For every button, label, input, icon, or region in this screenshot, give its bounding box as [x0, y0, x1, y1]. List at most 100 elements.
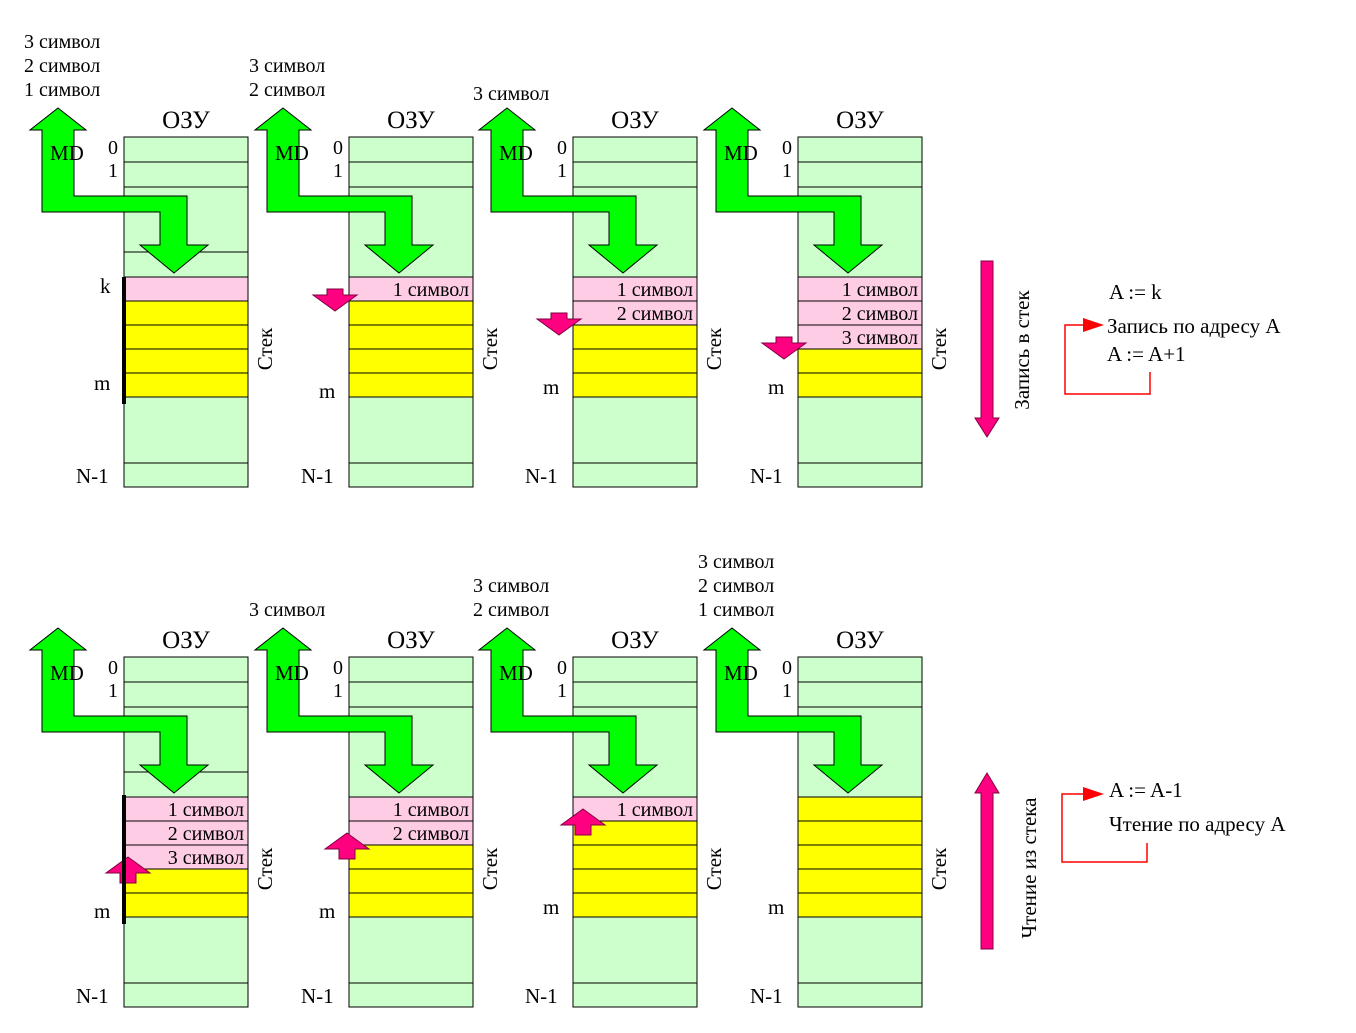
write-loop-line	[1064, 324, 1151, 395]
symbol-queue-item: 1 символ	[698, 599, 774, 621]
symbol-queue-item: 2 символ	[249, 79, 325, 101]
symbol-queue-item: 2 символ	[698, 575, 774, 597]
stack-cell-label: 3 символ	[842, 327, 918, 349]
address-n1: N-1	[750, 984, 783, 1008]
stack-label: Стек	[702, 847, 726, 890]
stack-cell-free	[123, 348, 249, 374]
stack-cell-free	[123, 324, 249, 350]
stack-cell-label: 1 символ	[393, 279, 469, 301]
write-algorithm: A := k Запись по адресу А A := A+1	[1064, 280, 1281, 395]
md-arrow	[28, 627, 210, 794]
symbol-queue-item: 2 символ	[473, 599, 549, 621]
address-0: 0	[782, 137, 792, 159]
stack-cell-free	[797, 348, 923, 374]
address-m: m	[94, 899, 110, 923]
pointer-down-arrow	[535, 312, 583, 336]
md-label: MD	[724, 141, 758, 165]
ozu-title: ОЗУ	[387, 107, 435, 134]
address-1: 1	[333, 680, 343, 702]
address-1: 1	[108, 160, 118, 182]
stack-cell-label: 1 символ	[168, 799, 244, 821]
ozu-title: ОЗУ	[162, 107, 210, 134]
stack-cell-label: 2 символ	[617, 303, 693, 325]
address-1: 1	[782, 680, 792, 702]
stack-label: Стек	[702, 327, 726, 370]
stack-cell-free	[123, 372, 249, 398]
md-arrow	[702, 627, 884, 794]
address-n1: N-1	[76, 464, 109, 488]
address-0: 0	[108, 657, 118, 679]
stack-cell-free	[123, 300, 249, 326]
address-m: m	[543, 895, 559, 919]
stack-cell-free	[797, 868, 923, 894]
ozu-title: ОЗУ	[611, 107, 659, 134]
pointer-up-arrow	[323, 832, 371, 860]
pointer-down-arrow	[760, 336, 808, 360]
address-m: m	[94, 371, 110, 395]
address-m: m	[768, 375, 784, 399]
stack-cell-free	[348, 348, 474, 374]
address-m: m	[768, 895, 784, 919]
stack-cell-filled	[123, 276, 249, 302]
ozu-title: ОЗУ	[387, 627, 435, 654]
symbol-queue-item: 3 символ	[698, 551, 774, 573]
stack-cell-label: 1 символ	[617, 799, 693, 821]
symbol-queue-item: 3 символ	[473, 83, 549, 105]
write-line-1: A := k	[1109, 280, 1162, 304]
read-loop-line	[1061, 793, 1148, 863]
write-down-arrow	[974, 260, 1000, 438]
stack-label: Стек	[253, 847, 277, 890]
stack-cell-filled	[348, 276, 474, 302]
write-direction-label: Запись в стек	[1010, 290, 1034, 410]
stack-label: Стек	[927, 327, 951, 370]
address-m: m	[319, 899, 335, 923]
pointer-up-arrow	[559, 808, 607, 836]
address-n1: N-1	[301, 464, 334, 488]
ozu-title: ОЗУ	[162, 627, 210, 654]
address-n1: N-1	[525, 464, 558, 488]
stack-cell-filled	[348, 820, 474, 846]
md-label: MD	[275, 141, 309, 165]
read-line-2: Чтение по адресу А	[1109, 812, 1286, 836]
md-arrow	[477, 627, 659, 794]
md-label: MD	[724, 661, 758, 685]
symbol-queue-item: 3 символ	[249, 599, 325, 621]
address-1: 1	[557, 680, 567, 702]
address-0: 0	[557, 657, 567, 679]
address-n1: N-1	[525, 984, 558, 1008]
stack-cell-filled	[797, 276, 923, 302]
stack-label: Стек	[253, 327, 277, 370]
stack-cell-label: 1 символ	[393, 799, 469, 821]
read-direction: Чтение из стека	[974, 772, 1041, 950]
address-1: 1	[333, 160, 343, 182]
stack-cell-label: 3 символ	[168, 847, 244, 869]
address-n1: N-1	[76, 984, 109, 1008]
ozu-title: ОЗУ	[836, 107, 884, 134]
stack-cell-free	[797, 796, 923, 822]
stack-cell-filled	[123, 844, 249, 870]
symbol-queue-item: 1 символ	[24, 79, 100, 101]
address-0: 0	[557, 137, 567, 159]
address-0: 0	[333, 657, 343, 679]
address-k: k	[100, 274, 111, 298]
symbol-queue-item: 3 символ	[473, 575, 549, 597]
stack-cell-free	[348, 300, 474, 326]
ozu-title: ОЗУ	[611, 627, 659, 654]
address-0: 0	[108, 137, 118, 159]
address-0: 0	[782, 657, 792, 679]
address-m: m	[543, 375, 559, 399]
write-line-2: Запись по адресу А	[1107, 314, 1281, 338]
read-direction-label: Чтение из стека	[1017, 797, 1041, 939]
stack-cell-free	[797, 820, 923, 846]
address-n1: N-1	[301, 984, 334, 1008]
read-line-1: A := A-1	[1109, 778, 1183, 802]
address-1: 1	[557, 160, 567, 182]
